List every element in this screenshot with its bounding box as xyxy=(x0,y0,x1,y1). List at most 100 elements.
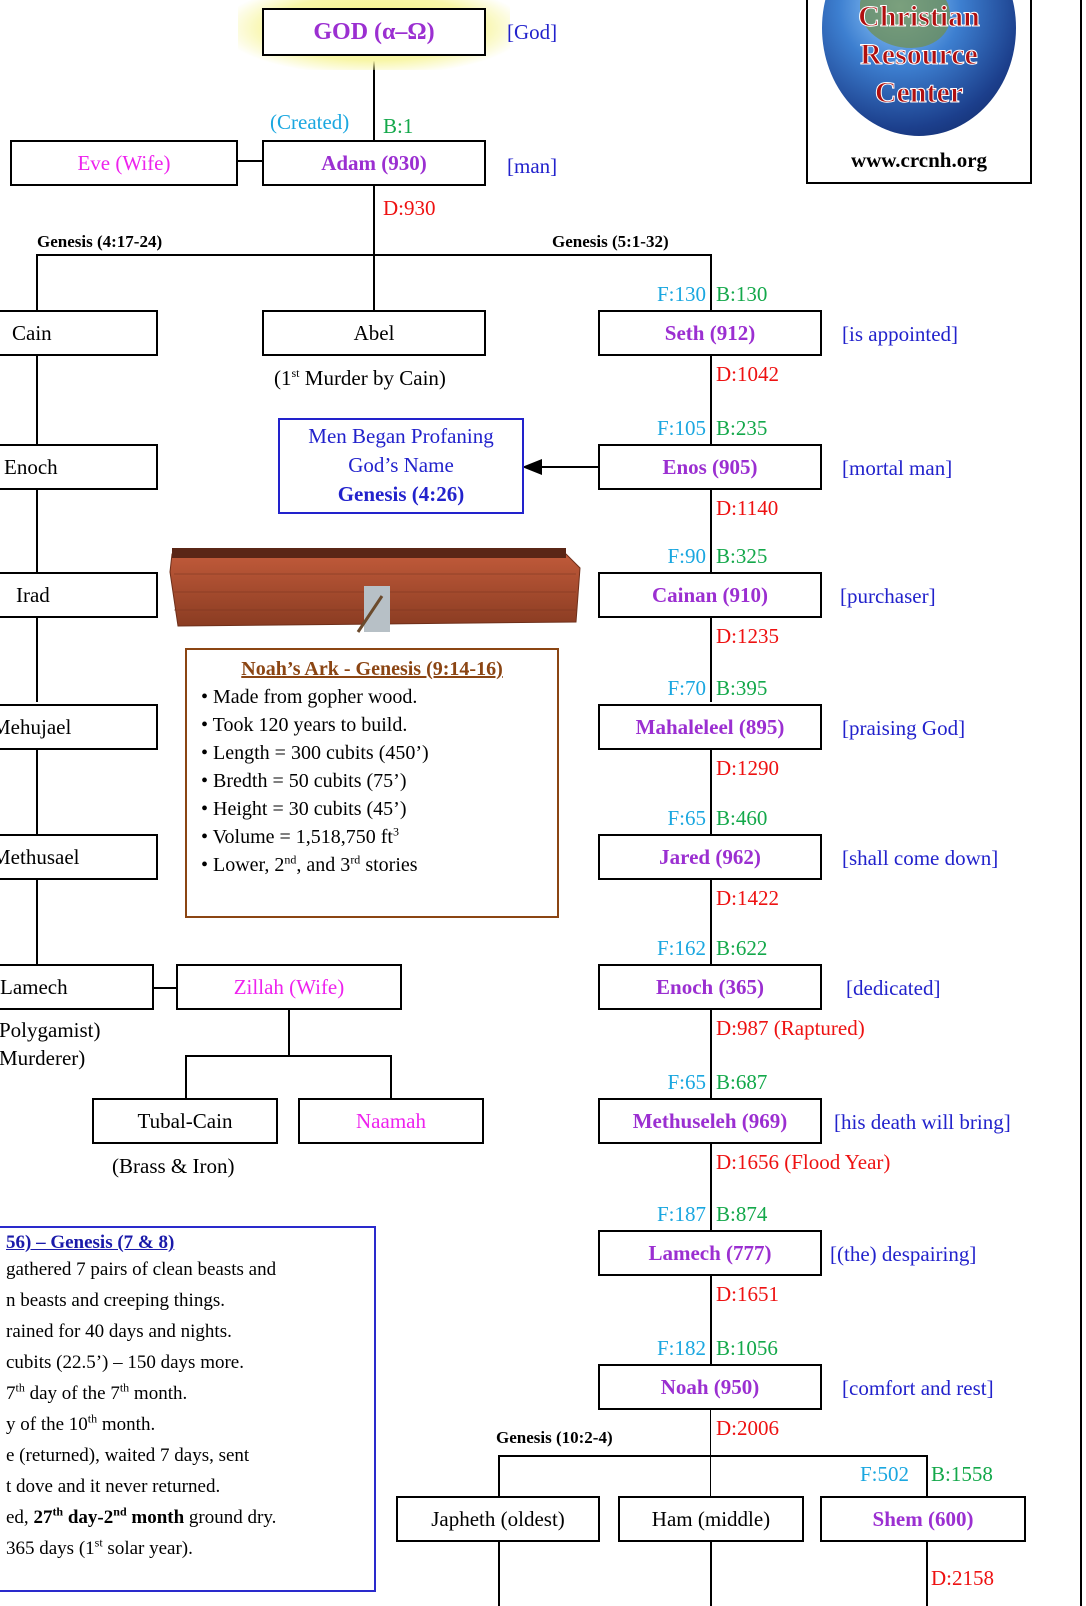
connector xyxy=(36,356,38,444)
connector xyxy=(498,1540,500,1606)
shem-death: D:2158 xyxy=(931,1566,994,1590)
connector xyxy=(710,490,712,572)
patriarch-meaning: [mortal man] xyxy=(842,456,953,480)
patriarch-birth: B:395 xyxy=(716,676,768,700)
patriarch-death: D:1422 xyxy=(716,886,779,910)
naamah-box: Naamah xyxy=(298,1098,484,1144)
flood-line: 7th day of the 7th month. xyxy=(6,1380,188,1404)
patriarch-birth: B:235 xyxy=(716,416,768,440)
logo-url[interactable]: www.crcnh.org xyxy=(850,148,988,172)
patriarch-birth: B:622 xyxy=(716,936,768,960)
ark-item: • Made from gopher wood. xyxy=(201,686,418,708)
patriarch-box: Jared (962) xyxy=(598,834,822,880)
flood-line: ed, 27th day-2nd month ground dry. xyxy=(6,1504,277,1528)
patriarch-death: D:1290 xyxy=(716,756,779,780)
patriarch-meaning: [comfort and rest] xyxy=(842,1376,994,1400)
patriarch-box: Methuseleh (969) xyxy=(598,1098,822,1144)
patriarch-box: Seth (912) xyxy=(598,310,822,356)
ark-image xyxy=(169,548,581,633)
ark-item: • Length = 300 cubits (450’) xyxy=(201,742,429,764)
logo-panel: Christian Resource Center www.crcnh.org xyxy=(806,0,1032,184)
flood-title: 56) – Genesis (7 & 8) xyxy=(6,1232,175,1253)
eve-box: Eve (Wife) xyxy=(10,140,238,186)
abel-box: Abel xyxy=(262,310,486,356)
connector xyxy=(710,1410,711,1496)
connector xyxy=(926,1540,928,1606)
patriarch-box: Mahaleleel (895) xyxy=(598,704,822,750)
shem-birth: B:1558 xyxy=(931,1462,993,1486)
adam-birth: B:1 xyxy=(383,114,414,138)
connector xyxy=(36,750,38,834)
connector xyxy=(498,1455,500,1497)
patriarch-father-age: F:105 xyxy=(656,416,706,440)
connector xyxy=(538,466,598,468)
flood-line: y of the 10th month. xyxy=(6,1411,156,1435)
arrowhead-left-icon xyxy=(522,459,542,475)
patriarch-death: D:1042 xyxy=(716,362,779,386)
irad-box: Irad xyxy=(0,572,158,618)
patriarch-meaning: [praising God] xyxy=(842,716,966,740)
connector xyxy=(288,1010,290,1056)
patriarch-father-age: F:162 xyxy=(656,936,706,960)
connector xyxy=(373,186,375,254)
ark-item: • Lower, 2nd, and 3rd stories xyxy=(201,852,418,876)
patriarch-death: D:2006 xyxy=(716,1416,779,1440)
connector xyxy=(710,618,712,702)
god-meaning: [God] xyxy=(507,20,558,44)
patriarch-father-age: F:182 xyxy=(656,1336,706,1360)
profaning-box: Men Began Profaning God’s Name Genesis (… xyxy=(278,418,524,514)
tubal-cain-box: Tubal-Cain xyxy=(92,1098,278,1144)
patriarch-father-age: F:90 xyxy=(667,544,706,568)
japheth-box: Japheth (oldest) xyxy=(396,1496,600,1542)
patriarch-death: D:1140 xyxy=(716,496,779,520)
patriarch-birth: B:1056 xyxy=(716,1336,778,1360)
connector xyxy=(185,1055,392,1057)
connector xyxy=(710,880,712,964)
connector xyxy=(153,987,178,989)
tubal-note: (Brass & Iron) xyxy=(112,1154,235,1178)
cain-box: Cain xyxy=(0,310,158,356)
connector xyxy=(373,254,375,312)
mehujael-box: Mehujael xyxy=(0,704,158,750)
patriarch-birth: B:325 xyxy=(716,544,768,568)
ark-info-box: Noah’s Ark - Genesis (9:14-16) • Made fr… xyxy=(185,648,559,918)
patriarch-father-age: F:65 xyxy=(667,806,706,830)
adam-created: (Created) xyxy=(270,110,350,134)
flood-line: 365 days (1st solar year). xyxy=(6,1535,193,1559)
patriarch-box: Noah (950) xyxy=(598,1364,822,1410)
profaning-ref: Genesis (4:26) xyxy=(337,482,465,506)
connector xyxy=(390,1055,392,1100)
connector xyxy=(36,254,38,312)
ark-item: • Volume = 1,518,750 ft3 xyxy=(201,824,399,848)
flood-line: rained for 40 days and nights. xyxy=(6,1321,232,1342)
patriarch-box: Enoch (365) xyxy=(598,964,822,1010)
flood-line: t dove and it never returned. xyxy=(6,1476,221,1497)
ref-cain-line: Genesis (4:17-24) xyxy=(37,232,163,251)
page-border xyxy=(1080,0,1082,1606)
lamech-cain-box: Lamech xyxy=(0,964,154,1010)
logo-text-3: Center xyxy=(874,76,964,110)
adam-meaning: [man] xyxy=(507,154,558,178)
connector xyxy=(710,1276,712,1364)
patriarch-meaning: [(the) despairing] xyxy=(830,1242,977,1266)
patriarch-father-age: F:65 xyxy=(667,1070,706,1094)
patriarch-birth: B:460 xyxy=(716,806,768,830)
ark-item: • Took 120 years to build. xyxy=(201,714,408,736)
patriarch-death: D:1656 (Flood Year) xyxy=(716,1150,891,1174)
patriarch-box: Cainan (910) xyxy=(598,572,822,618)
ref-seth-line: Genesis (5:1-32) xyxy=(552,232,669,251)
ark-item: • Bredth = 50 cubits (75’) xyxy=(201,770,407,792)
enoch-cain-box: Enoch xyxy=(0,444,158,490)
patriarch-death: D:987 (Raptured) xyxy=(716,1016,865,1040)
connector xyxy=(36,618,38,702)
adam-box: Adam (930) xyxy=(262,140,486,186)
connector xyxy=(710,1010,712,1098)
ark-item: • Height = 30 cubits (45’) xyxy=(201,798,407,820)
patriarch-birth: B:874 xyxy=(716,1202,768,1226)
ref-noah-sons: Genesis (10:2-4) xyxy=(496,1428,613,1447)
patriarch-meaning: [dedicated] xyxy=(846,976,941,1000)
patriarch-box: Enos (905) xyxy=(598,444,822,490)
connector xyxy=(710,254,712,312)
zillah-box: Zillah (Wife) xyxy=(176,964,402,1010)
god-box: GOD (α–Ω) xyxy=(262,8,486,56)
